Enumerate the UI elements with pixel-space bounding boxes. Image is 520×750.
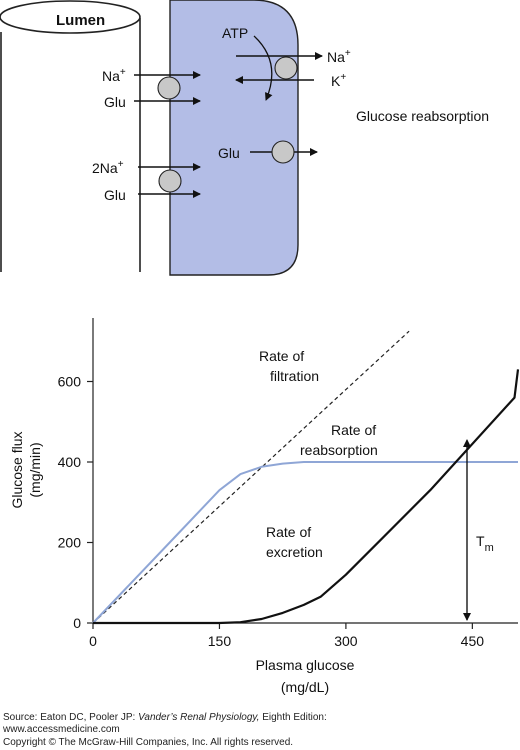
x-axis-units: (mg/dL)	[281, 679, 329, 695]
reabsorption-label-2: reabsorption	[300, 442, 378, 458]
reabsorption-line	[92, 461, 518, 624]
y-axis-ticks: 0 200 400 600	[58, 374, 93, 631]
x-tick-label: 150	[208, 633, 232, 649]
pump-na-label: Na+	[327, 48, 351, 65]
glucose-chart: 0 200 400 600 0 150 300 450 Glucose flux (mg/m…	[9, 318, 520, 695]
atp-label: ATP	[222, 25, 248, 41]
epithelial-cell	[169, 0, 299, 276]
sglt1-glu-label: Glu	[104, 94, 126, 110]
y-tick-label: 200	[58, 535, 82, 551]
sglt2-glu-label: Glu	[104, 187, 126, 203]
x-tick-label: 300	[334, 633, 358, 649]
tm-label: Tm	[476, 533, 494, 554]
y-axis-units: (mg/min)	[27, 442, 43, 497]
y-tick-label: 600	[58, 374, 82, 390]
y-tick-label: 400	[58, 454, 82, 470]
filtration-label: Rate of	[259, 348, 304, 364]
sglt1-na-label: Na+	[102, 67, 126, 84]
x-tick-label: 0	[89, 633, 97, 649]
y-axis-title: Glucose flux	[9, 431, 25, 508]
glut-glu-label: Glu	[218, 145, 240, 161]
excretion-label-2: excretion	[266, 544, 323, 560]
na-k-pump	[274, 56, 298, 80]
source-citation: Source: Eaton DC, Pooler JP: Vander’s Re…	[3, 712, 327, 723]
sglt2-na-label: 2Na+	[92, 159, 124, 176]
excretion-line	[93, 369, 520, 625]
lumen-label: Lumen	[56, 12, 105, 29]
sglt1-transporter	[157, 76, 181, 100]
filtration-line	[92, 330, 410, 624]
lumen-tube	[0, 18, 141, 272]
glut-transporter	[271, 140, 295, 164]
x-tick-label: 450	[461, 633, 485, 649]
atp-curved-arrow	[253, 35, 273, 101]
lumen-opening	[0, 0, 141, 34]
sglt2-transporter	[158, 169, 182, 193]
excretion-label: Rate of	[266, 524, 311, 540]
copyright-notice: Copyright © The McGraw-Hill Companies, I…	[3, 737, 294, 748]
y-tick-label: 0	[73, 615, 81, 631]
reabsorption-label: Rate of	[331, 422, 376, 438]
filtration-label-2: filtration	[270, 368, 319, 384]
x-axis-title: Plasma glucose	[256, 657, 355, 673]
pump-k-label: K+	[331, 72, 346, 89]
diagram-title: Glucose reabsorption	[356, 108, 489, 124]
reabsorption-diagram: Lumen ATP Na+ K+ Na+ Glu 2Na+ Glu	[0, 0, 489, 276]
source-website: www.accessmedicine.com	[3, 724, 120, 735]
x-axis-ticks: 0 150 300 450	[89, 623, 484, 649]
